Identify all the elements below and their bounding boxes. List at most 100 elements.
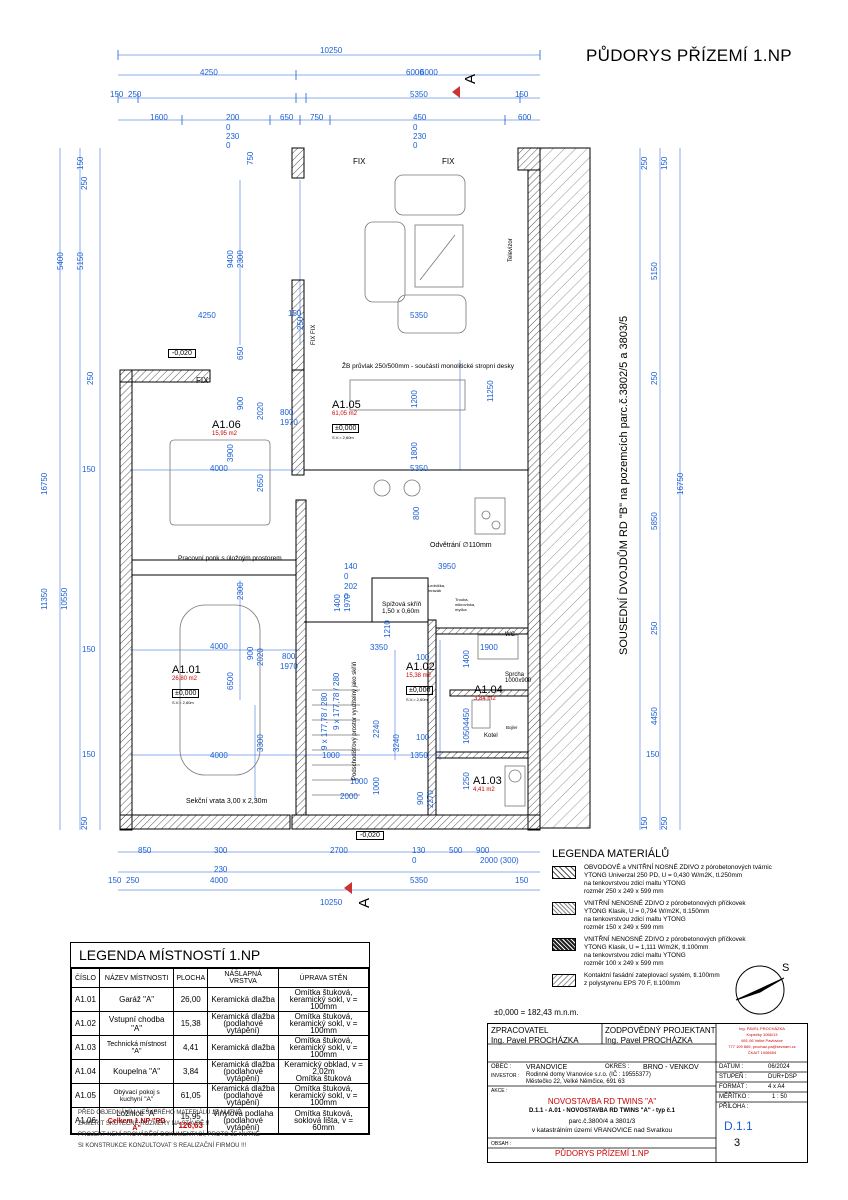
dim-label: 4250: [200, 68, 218, 77]
format: 4 x A4: [768, 1084, 785, 1090]
room-area: 15,95 126,63: [173, 1107, 209, 1134]
compass-north-label: S: [782, 962, 790, 974]
dim-label: 4000: [210, 642, 228, 651]
room-area: 4,41: [173, 1035, 209, 1060]
room-area: 61,05: [173, 1083, 209, 1108]
dim-label: 3900: [226, 444, 235, 462]
dim-label: 800: [412, 506, 421, 520]
dim-label: 2020: [256, 402, 265, 420]
room-area: 15,95 m2: [212, 431, 238, 437]
dim-label: 150: [640, 816, 649, 830]
room-floor: Keramická dlažba: [207, 1035, 280, 1060]
format-label: FORMÁT :: [719, 1084, 748, 1090]
room-walls: Omítka štuková, soklová lišta, v = 60mm: [278, 1107, 369, 1134]
shower-label: Sprcha 1000x900: [505, 672, 532, 684]
material-item: VNITŘNÍ NENOSNÉ ZDIVO z pórobetonových p…: [552, 900, 792, 932]
dim-label: 9400: [226, 250, 235, 268]
col-header: NÁŠLAPNÁ VRSTVA: [207, 968, 280, 988]
dim-label: 202: [344, 582, 358, 591]
dim-label: 9 x 177,78 / 280: [332, 672, 341, 730]
dim-label: 5150: [650, 262, 659, 280]
dim-label: 250: [80, 816, 89, 830]
processor-label: ZPRACOVATEL: [491, 1026, 549, 1035]
dim-label: 9 x 177,78 / 280: [320, 692, 329, 750]
dim-label: 1000: [350, 777, 368, 786]
dim-label: 850: [138, 846, 152, 855]
dim-label: 150: [515, 90, 529, 99]
dim-label: 1800: [410, 442, 419, 460]
bojler-label: Bojler: [506, 725, 518, 730]
dim-label: 250: [80, 176, 89, 190]
room-id: A1.06: [212, 419, 241, 431]
dim-label: 3240: [392, 734, 401, 752]
dim-label: 2000: [340, 792, 358, 801]
project-label: AKCE :: [491, 1088, 508, 1094]
dim-label: 100: [416, 653, 430, 662]
room-tag-a106: A1.06 15,95 m2: [212, 419, 241, 437]
dim-label: 800: [282, 652, 296, 661]
dim-label: 900: [246, 646, 255, 660]
dim-label: 250: [650, 371, 659, 385]
dim-label: 5150: [76, 252, 85, 270]
material-legend-title: LEGENDA MATERIÁLŮ: [552, 848, 670, 860]
room-tag-a104: A1.04 3,84 m2: [474, 684, 503, 702]
dim-label: 2700: [330, 846, 348, 855]
dim-label: 1200: [410, 390, 419, 408]
material-text: Kontaktní fasádní zateplovací systém, tl…: [584, 972, 720, 987]
room-number: A1.02: [71, 1011, 100, 1036]
material-legend: LEGENDA MATERIÁLŮ OBVODOVÉ a VNITŘNÍ NOS…: [552, 848, 792, 992]
material-text: OBVODOVÉ a VNITŘNÍ NOSNÉ ZDIVO z pórobet…: [584, 864, 772, 895]
room-tag-a105: A1.05 61,05 m2 ±0,000 S.V.= 2,60m: [332, 399, 361, 440]
room-level: ±0,000: [332, 424, 360, 433]
dim-label: 230: [226, 132, 240, 141]
project-line: D.1.1 - A.01 - NOVOSTAVBA RD TWINS "A" -…: [528, 1108, 676, 1114]
dim-label: 5400: [56, 252, 65, 270]
dim-label: 5350: [410, 311, 428, 320]
dim-label: 250: [296, 316, 305, 330]
project-title: NOVOSTAVBA RD TWINS "A": [547, 1097, 657, 1106]
bench-label: Pracovní ponk s úložným prostorem: [178, 555, 282, 562]
material-item: OBVODOVÉ a VNITŘNÍ NOSNÉ ZDIVO z pórobet…: [552, 864, 792, 896]
dim-label: 0: [344, 592, 349, 601]
processor-name: Ing. Pavel PROCHÁZKA: [491, 1036, 579, 1045]
pantry-label: Spížová skříň 1,50 x 0,60m: [382, 601, 422, 615]
dim-label: 3300: [256, 734, 265, 752]
dim-label: 230: [413, 132, 427, 141]
dim-label: 11250: [486, 380, 495, 402]
table-row: A1.01 Garáž "A" 26,00 Keramická dlažba O…: [71, 987, 369, 1012]
dim-label: 900: [236, 396, 245, 410]
note-line: ZAMĚŘIT SKUTEČNÉ ROZMĚRY NA STAVBĚ !!: [78, 1121, 210, 1127]
room-name: Obývací pokoj s kuchyní "A": [98, 1083, 175, 1108]
table-row: A1.04 Koupelna "A" 3,84 Keramická dlažba…: [71, 1059, 369, 1084]
dim-label: 2270: [426, 790, 435, 808]
note-line: PROJEKT NENÍ PROVÁDĚCÍ DOKUMENTACÍ, PROT…: [78, 1132, 260, 1138]
dim-label: 250: [126, 876, 140, 885]
dim-label: 600: [518, 113, 532, 122]
room-walls: Omítka štuková, keramický sokl, v = 100m…: [278, 1035, 369, 1060]
dim-label: 250: [128, 90, 142, 99]
dim-label: 2300: [236, 250, 245, 268]
dim-label: 1400: [462, 650, 471, 668]
dim-label: 450: [413, 113, 427, 122]
room-number: A1.06: [71, 1107, 100, 1134]
dim-label: 2000 (300): [480, 856, 519, 865]
dim-label: 0: [344, 572, 349, 581]
room-floor: Vinylová podlaha (podlahové vytápění): [207, 1107, 280, 1134]
col-header: NÁZEV MÍSTNOSTI: [98, 968, 175, 988]
dim-label: 650: [236, 346, 245, 360]
dim-label: 3950: [438, 562, 456, 571]
fridge-label: Lednička, mrazák: [428, 583, 446, 593]
room-id: A1.01: [172, 664, 201, 676]
tv-label: Televizor: [508, 238, 514, 262]
room-number: A1.01: [71, 987, 100, 1012]
stage: DUR+DSP: [768, 1074, 797, 1080]
dim-label: 150: [646, 750, 660, 759]
dim-label: 1250: [462, 772, 471, 790]
dim-label: 150: [110, 90, 124, 99]
dim-label: 4000: [210, 751, 228, 760]
dim-label: 650: [280, 113, 294, 122]
investor: Rodinné domy Vranovice s.r.o. (IČ : 1955…: [526, 1072, 651, 1085]
fix-label: FIX: [442, 157, 455, 166]
col-header: ČÍSLO: [71, 968, 100, 988]
